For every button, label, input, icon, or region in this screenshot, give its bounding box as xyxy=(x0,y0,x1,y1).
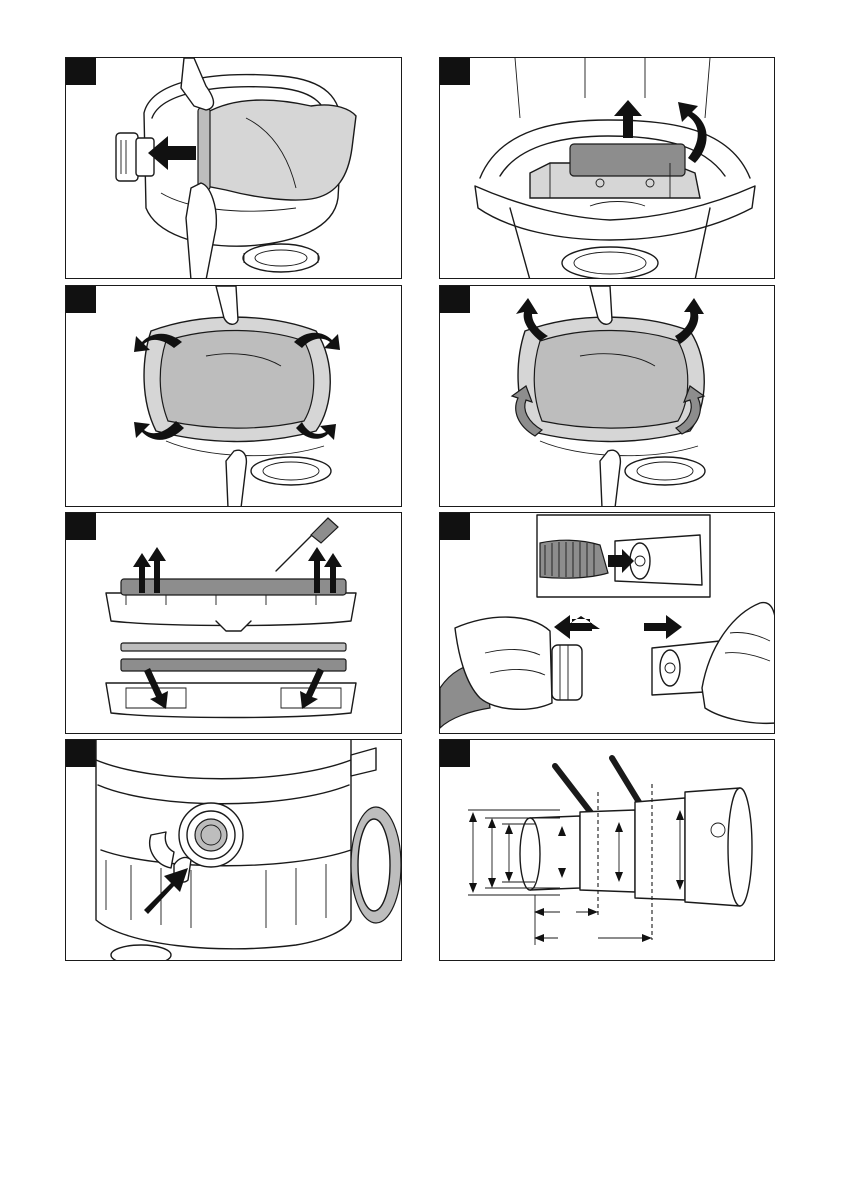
illustration-replace-nozzle-strips xyxy=(66,513,402,734)
panel-7-insert-hose-connector xyxy=(65,739,402,961)
panel-4-fold-filter-in xyxy=(439,285,775,507)
illustration-cut-adapter-to-diameter xyxy=(440,740,775,961)
illustration-connect-hose-adapter xyxy=(440,513,775,734)
illustration-remove-filter-bag xyxy=(66,58,402,279)
panel-8-cut-adapter-to-diameter xyxy=(439,739,775,961)
panel-2-lift-filter-holder xyxy=(439,57,775,279)
panel-1-remove-filter-bag xyxy=(65,57,402,279)
panel-5-replace-nozzle-strips xyxy=(65,512,402,734)
illustration-fold-filter-out xyxy=(66,286,402,507)
panel-3-fold-filter-out xyxy=(65,285,402,507)
panel-6-connect-hose-adapter xyxy=(439,512,775,734)
illustration-insert-hose-connector xyxy=(66,740,402,961)
illustration-lift-filter-holder xyxy=(440,58,775,279)
illustration-fold-filter-in xyxy=(440,286,775,507)
